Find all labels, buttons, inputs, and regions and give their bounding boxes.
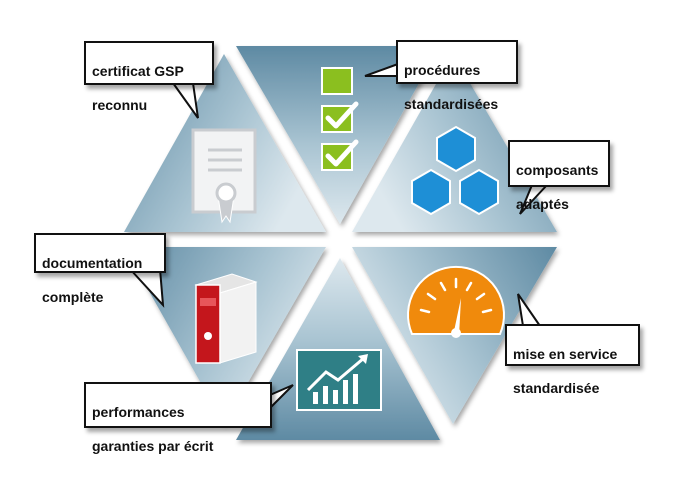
hexagons-icon — [411, 125, 499, 216]
callout-documentation-line2: complète — [42, 289, 104, 305]
callout-procedures-line2: standardisées — [404, 96, 499, 112]
binder-icon — [194, 273, 258, 364]
callout-components: composants adaptés — [508, 140, 610, 212]
checklist-icon — [321, 67, 359, 171]
certificate-icon — [191, 128, 257, 224]
callout-commissioning-line1: mise en service — [513, 346, 618, 362]
callout-procedures-line1: procédures — [404, 62, 481, 78]
callout-certificate: certificat GSP reconnu — [84, 41, 214, 113]
callout-performance: performances garanties par écrit — [84, 382, 272, 454]
callout-certificate-line2: reconnu — [92, 97, 148, 113]
callout-certificate-line1: certificat GSP — [92, 63, 184, 79]
callout-performance-line2: garanties par écrit — [92, 438, 214, 454]
callout-components-line2: adaptés — [516, 196, 569, 212]
callout-procedures: procédures standardisées — [396, 40, 518, 112]
callout-commissioning: mise en service standardisée — [505, 324, 640, 396]
trend-chart-icon — [296, 349, 382, 411]
callout-commissioning-line2: standardisée — [513, 380, 600, 396]
callout-components-line1: composants — [516, 162, 599, 178]
callout-documentation: documentation complète — [34, 233, 166, 305]
callout-pointers — [129, 63, 548, 409]
gauge-icon — [407, 265, 505, 338]
callout-documentation-line1: documentation — [42, 255, 143, 271]
callout-performance-line1: performances — [92, 404, 185, 420]
segment-top — [236, 46, 440, 224]
